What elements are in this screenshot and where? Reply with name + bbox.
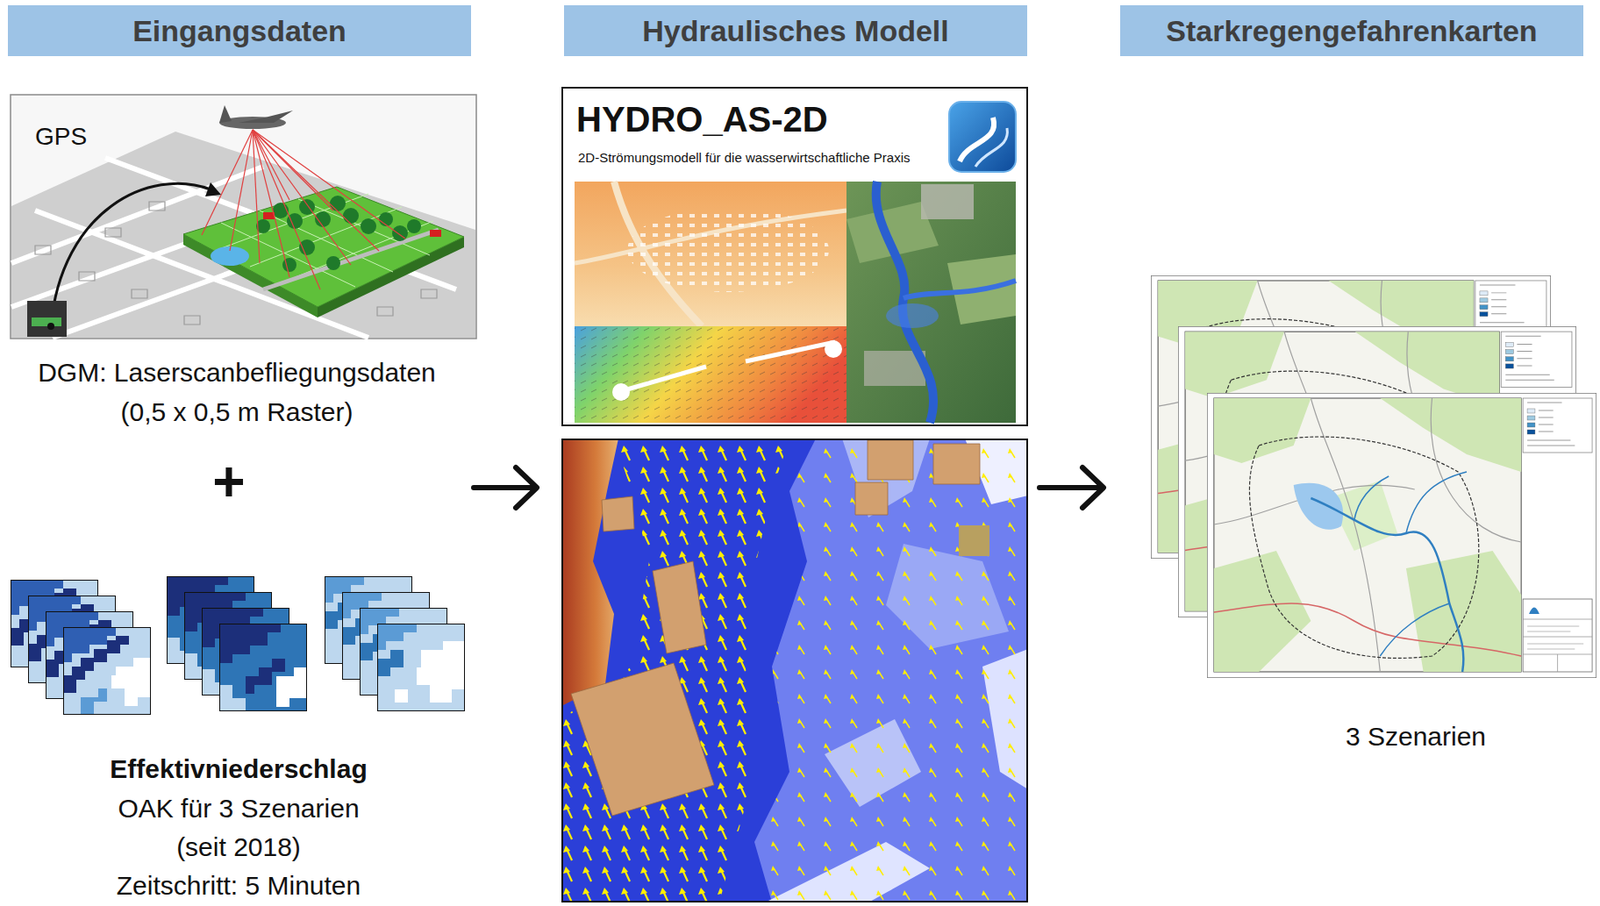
rainfall-raster-stacks (10, 576, 465, 715)
column-header: Hydraulisches Modell (564, 5, 1028, 57)
column-header: Eingangsdaten (7, 5, 472, 57)
header-text: Hydraulisches Modell (642, 14, 950, 49)
flow-simulation-picture (561, 438, 1029, 903)
hazard-map-stack (1150, 275, 1597, 679)
column-header: Starkregengefahrenkarten (1120, 5, 1584, 57)
input-label: OAK für 3 Szenarien (117, 793, 359, 825)
model-subtitle: 2D-Strömungsmodell für die wasserwirtsch… (578, 150, 910, 165)
model-panel: HYDRO_AS-2D 2D-Strömungsmodell für die wa… (561, 86, 1029, 427)
header-text: Eingangsdaten (132, 14, 347, 49)
plus-sign: + (212, 450, 245, 515)
input-label: Zeitschritt: 5 Minuten (116, 871, 361, 902)
laser-scan-illustration (10, 94, 477, 339)
header-text: Starkregengefahrenkarten (1165, 14, 1537, 49)
model-title: HYDRO_AS-2D (576, 99, 829, 140)
input-label: Effektivniederschlag (109, 754, 367, 786)
input-label: DGM: Laserscanbefliegungsdaten (37, 357, 436, 389)
input-label: (0,5 x 0,5 m Raster) (120, 397, 353, 429)
gps-label: GPS (35, 122, 87, 151)
input-label: (seit 2018) (176, 832, 301, 864)
output-label: 3 Szenarien (1345, 721, 1486, 753)
model-screenshots (574, 101, 1016, 423)
